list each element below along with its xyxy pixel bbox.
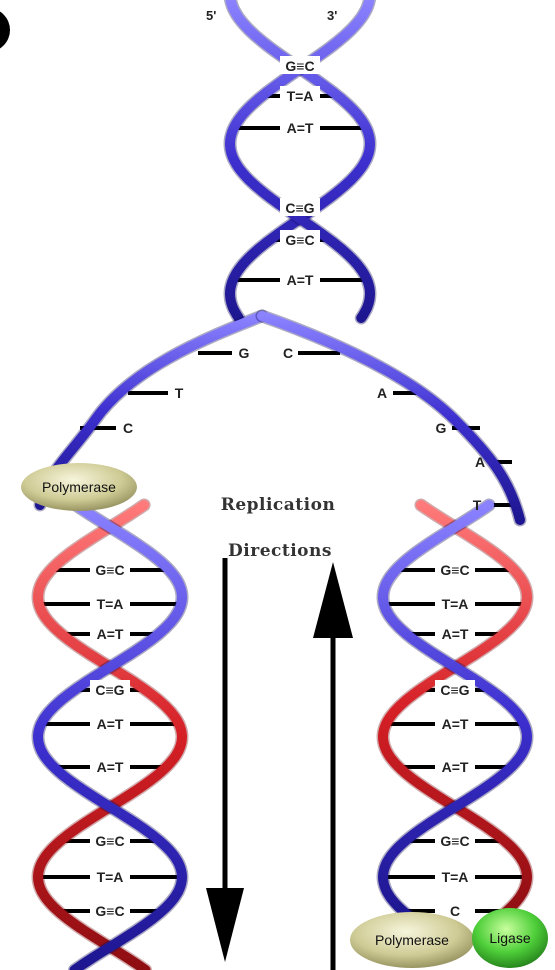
three-prime-label: 3' — [327, 8, 337, 23]
right-daughter-pair-label: A=T — [442, 626, 469, 642]
right-daughter-pair-bg — [435, 624, 475, 642]
base-pair-labels: G≡C T=A A=T C≡G G≡C A=T G T C C A G A T G≡C T=A A=T C≡G A=… — [90, 56, 485, 919]
fork-right-base: A — [475, 454, 485, 470]
fork-right-base: A — [377, 385, 387, 401]
directions-title: Directions — [228, 541, 332, 561]
right-daughter-new-strand — [377, 500, 533, 924]
right-daughter-pair-label: C≡G — [440, 682, 469, 698]
left-daughter-pair-bg — [90, 757, 130, 775]
parent-pair-bg — [280, 230, 320, 248]
fork-right-base: C — [283, 345, 293, 361]
fork-left-base: C — [123, 420, 133, 436]
left-daughter-pair-bg — [90, 560, 130, 578]
right-daughter-pair-bg — [435, 901, 475, 919]
parent-pair-bg — [280, 270, 320, 288]
right-daughter-pair-label: T=A — [442, 869, 469, 885]
left-daughter-pair-label: G≡C — [95, 903, 124, 919]
fork-strand-right-shadow — [255, 309, 527, 527]
polymerase-left: Polymerase — [21, 463, 137, 511]
left-daughter-parent-strand — [32, 500, 188, 970]
parent-pair-label: A=T — [287, 272, 314, 288]
right-daughter-pair-label: A=T — [442, 759, 469, 775]
left-daughter-pair-label: T=A — [97, 596, 124, 612]
right-daughter-pair-label: C — [450, 903, 460, 919]
right-daughter-pair-bg — [435, 867, 475, 885]
left-daughter-pair-bg — [90, 624, 130, 642]
left-daughter-pair-label: A=T — [97, 759, 124, 775]
parent-pair-bg — [280, 198, 320, 216]
right-daughter-pair-bg — [435, 831, 475, 849]
left-daughter-pair-bg — [90, 680, 130, 698]
left-daughter-pair-label: A=T — [97, 716, 124, 732]
corner-badge — [0, 11, 10, 49]
right-daughter-pair-bg — [435, 594, 475, 612]
left-daughter-pair-bg — [90, 867, 130, 885]
polymerase-right: Polymerase — [350, 912, 474, 968]
right-daughter-pair-bg — [435, 680, 475, 698]
arrow-down — [206, 558, 244, 962]
left-daughter-new-strand — [32, 500, 188, 970]
fork-right-base: G — [436, 420, 447, 436]
left-daughter-pair-label: T=A — [97, 869, 124, 885]
fork-left-base: T — [175, 385, 184, 401]
left-daughter-pair-label: A=T — [97, 626, 124, 642]
left-daughter-pair-bg — [90, 714, 130, 732]
right-daughter-pair-label: G≡C — [440, 833, 469, 849]
parent-pair-label: G≡C — [285, 232, 314, 248]
svg-text:Polymerase: Polymerase — [42, 479, 116, 495]
left-daughter-pair-label: G≡C — [95, 562, 124, 578]
left-daughter-pair-bg — [90, 594, 130, 612]
right-daughter-pair-bg — [435, 560, 475, 578]
fork-left-base: G — [239, 345, 250, 361]
right-daughter-pair-label: G≡C — [440, 562, 469, 578]
replication-title: Replication — [221, 495, 336, 515]
fork-right-base: T — [473, 497, 482, 513]
left-daughter-pair-label: G≡C — [95, 833, 124, 849]
svg-text:Polymerase: Polymerase — [375, 932, 449, 948]
ligase: Ligase — [472, 908, 548, 968]
parent-pair-bg — [280, 118, 320, 136]
parent-strand-a — [224, 0, 376, 323]
left-daughter-pair-bg — [90, 901, 130, 919]
right-daughter-pair-bg — [435, 757, 475, 775]
parent-strand-b — [224, 0, 376, 323]
parent-pair-label: C≡G — [285, 200, 314, 216]
right-daughter-pair-label: T=A — [442, 596, 469, 612]
left-daughter-pair-bg — [90, 831, 130, 849]
parent-pair-label: G≡C — [285, 58, 314, 74]
svg-text:Ligase: Ligase — [489, 930, 530, 946]
left-daughter-pair-label: C≡G — [95, 682, 124, 698]
parent-pair-bg — [280, 86, 320, 104]
parent-pair-label: A=T — [287, 120, 314, 136]
arrow-up — [313, 562, 353, 970]
parent-pair-label: T=A — [287, 88, 314, 104]
right-daughter-pair-label: A=T — [442, 716, 469, 732]
fork-strand-right — [257, 311, 525, 525]
five-prime-label: 5' — [206, 8, 216, 23]
right-daughter-parent-strand — [377, 500, 533, 924]
parent-pair-bg — [280, 56, 320, 74]
right-daughter-pair-bg — [435, 714, 475, 732]
